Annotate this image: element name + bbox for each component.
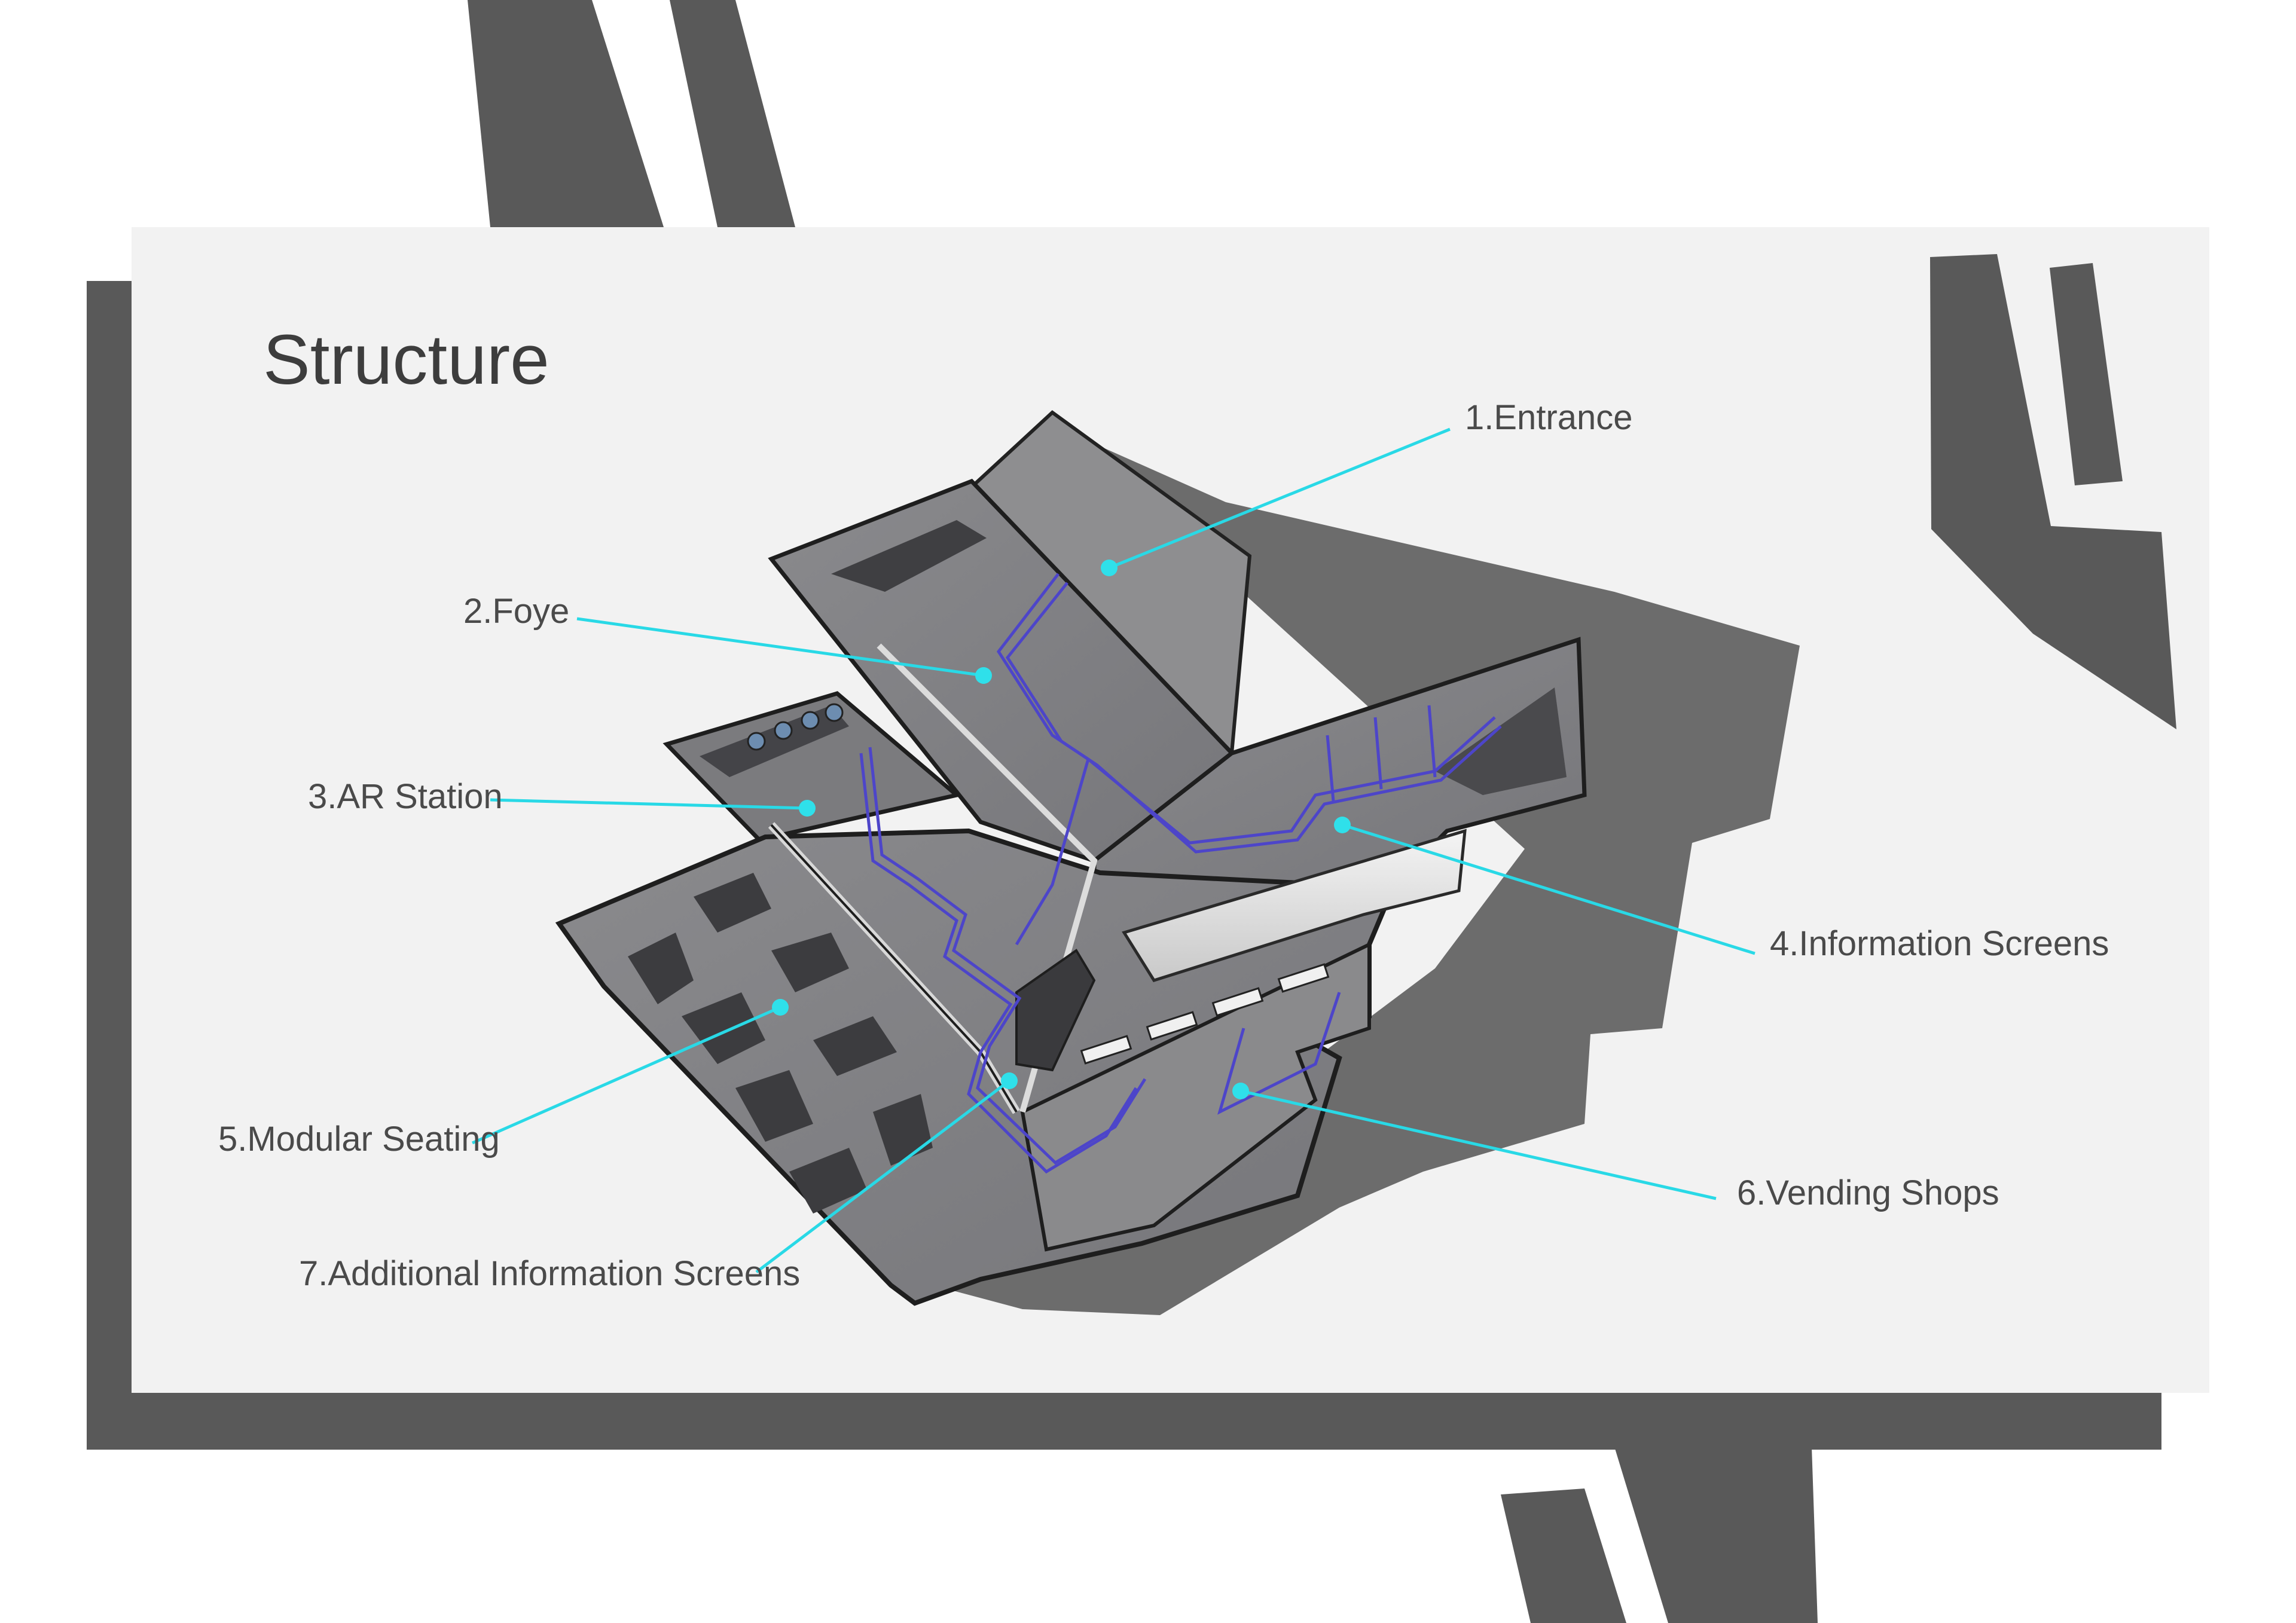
callout-ar-station-dot	[799, 800, 816, 817]
slash-bottom-b	[1614, 1447, 1818, 1623]
callout-additional-information-screens-dot	[1001, 1072, 1018, 1089]
modular-seating-blocks	[628, 873, 933, 1214]
callout-information-screens-dot	[1334, 817, 1351, 833]
callout-modular-seating: 5.Modular Seating	[218, 999, 789, 1159]
ar-station-deck	[662, 691, 961, 842]
callout-foyer-label: 2.Foye	[463, 592, 569, 631]
ar-hex-screens	[747, 703, 844, 751]
callout-information-screens-line	[1342, 823, 1755, 955]
building-model	[555, 410, 1800, 1315]
callout-additional-information-screens-line	[755, 1080, 1010, 1273]
callout-entrance: 1.Entrance	[1101, 398, 1633, 576]
callout-vending-shops-line	[1240, 1089, 1717, 1200]
callouts: 1.Entrance 2.Foye 3.AR Station 4.Informa…	[218, 398, 2109, 1293]
vending-windows	[1080, 963, 1330, 1065]
callout-foyer: 2.Foye	[463, 592, 992, 684]
foyer-bench	[831, 520, 987, 592]
callout-foyer-dot	[975, 667, 992, 684]
callout-ar-station: 3.AR Station	[308, 777, 816, 817]
callout-ar-station-label: 3.AR Station	[308, 777, 503, 816]
callout-information-screens-label: 4.Information Screens	[1770, 924, 2109, 963]
callout-information-screens: 4.Information Screens	[1334, 817, 2109, 963]
callout-vending-shops: 6.Vending Shops	[1232, 1083, 1999, 1212]
corner-glyph-outer	[1930, 254, 2176, 729]
callout-vending-shops-dot	[1232, 1083, 1249, 1099]
information-screens-wall	[1122, 829, 1467, 982]
callout-ar-station-line	[490, 798, 808, 810]
corner-glyph-bar	[2050, 263, 2123, 485]
building-shadow	[933, 430, 1800, 1315]
callout-entrance-label: 1.Entrance	[1465, 398, 1633, 437]
slash-top-left-b	[670, 0, 795, 227]
callout-vending-shops-label: 6.Vending Shops	[1737, 1173, 1999, 1212]
callout-entrance-dot	[1101, 560, 1118, 576]
page-title: Structure	[263, 320, 549, 399]
circulation-paths	[859, 573, 1502, 1174]
slash-bottom-a	[1501, 1488, 1626, 1623]
callout-additional-information-screens-label: 7.Additional Information Screens	[299, 1254, 800, 1293]
callout-additional-information-screens: 7.Additional Information Screens	[299, 1072, 1018, 1293]
callout-modular-seating-line	[471, 1005, 781, 1145]
vending-shops-face	[1020, 942, 1371, 1252]
callout-modular-seating-dot	[772, 999, 789, 1016]
callout-modular-seating-label: 5.Modular Seating	[218, 1120, 500, 1159]
info-counter	[1015, 949, 1096, 1072]
callout-entrance-line	[1109, 427, 1451, 570]
right-wing-bench	[1435, 687, 1567, 795]
callout-foyer-line	[576, 617, 984, 677]
slash-top-left-a	[468, 0, 664, 227]
